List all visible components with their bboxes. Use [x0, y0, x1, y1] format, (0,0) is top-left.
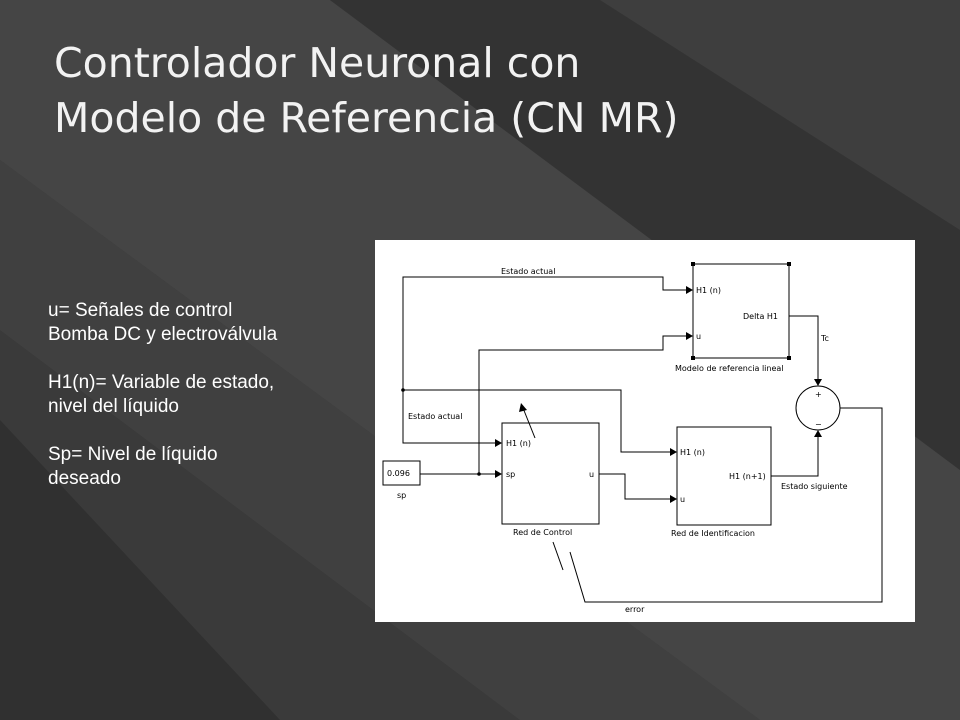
arrow-head [495, 439, 502, 447]
signal-tc: Tc [820, 334, 829, 343]
error-line [569, 407, 883, 603]
ident-output-label: H1 (n+1) [729, 472, 766, 481]
signal-estado-actual-top: Estado actual [501, 267, 555, 276]
block-handle [691, 262, 695, 266]
control-output-label: u [589, 470, 594, 479]
block-handle [787, 356, 791, 360]
legend-sp: Sp= Nivel de líquido deseado [48, 443, 348, 491]
sp-constant-block[interactable] [382, 460, 421, 486]
control-input-h1-label: H1 (n) [506, 439, 531, 448]
ident-input-u-label: u [680, 495, 685, 504]
slide-title: Controlador Neuronal con Modelo de Refer… [54, 36, 934, 146]
arrow-head [814, 430, 822, 437]
signal-estado-actual-left: Estado actual [408, 412, 462, 421]
signal-error: error [625, 605, 645, 614]
estado-siguiente-line [771, 435, 819, 477]
estado-actual-control-line [402, 390, 497, 444]
reference-model-block[interactable] [692, 263, 790, 359]
sum-minus-sign: − [815, 420, 822, 429]
ident-caption: Red de Identificacion [671, 529, 755, 538]
legend-h1-line-2: nivel del líquido [48, 396, 179, 417]
slide-title-line-1: Controlador Neuronal con [54, 39, 581, 87]
signal-estado-siguiente: Estado siguiente [781, 482, 848, 491]
arrow-head [495, 470, 502, 478]
legend-u: u= Señales de control Bomba DC y electro… [48, 299, 348, 347]
block-handle [787, 262, 791, 266]
control-caption: Red de Control [513, 528, 572, 537]
arrow-head [814, 379, 822, 386]
arrow-head [686, 286, 693, 294]
variable-legend: u= Señales de control Bomba DC y electro… [48, 299, 348, 515]
arrow-head [686, 332, 693, 340]
slide-title-line-2: Modelo de Referencia (CN MR) [54, 94, 679, 142]
sp-constant-caption: sp [397, 491, 406, 500]
sp-constant-value: 0.096 [387, 469, 410, 478]
sp-reference-line [478, 335, 688, 474]
legend-sp-line-2: deseado [48, 468, 121, 489]
legend-sp-line-1: Sp= Nivel de líquido [48, 444, 218, 465]
ref-output-label: Delta H1 [743, 312, 778, 321]
ref-input-h1-label: H1 (n) [696, 286, 721, 295]
arrow-head [670, 448, 677, 456]
arrow-head [519, 403, 527, 412]
legend-h1-line-1: H1(n)= Variable de estado, [48, 372, 275, 393]
sum-plus-sign: + [815, 390, 822, 399]
arrow-head [670, 495, 677, 503]
legend-u-line-1: u= Señales de control [48, 300, 233, 321]
block-diagram: H1 (n) u Delta H1 Modelo de referencia l… [375, 240, 915, 622]
adaptation-arrow [522, 407, 536, 439]
legend-u-line-2: Bomba DC y electroválvula [48, 324, 278, 345]
error-feedback-stroke [552, 541, 564, 571]
ref-caption: Modelo de referencia lineal [675, 364, 784, 373]
junction-dot [477, 472, 481, 476]
ident-input-h1-label: H1 (n) [680, 448, 705, 457]
estado-actual-top-line [402, 276, 688, 390]
identification-net-block[interactable] [676, 426, 772, 526]
tc-line [789, 315, 819, 381]
legend-h1: H1(n)= Variable de estado, nivel del líq… [48, 371, 348, 419]
block-handle [691, 356, 695, 360]
control-u-line [599, 473, 672, 500]
control-input-sp-label: sp [506, 470, 515, 479]
ref-input-u-label: u [696, 332, 701, 341]
estado-actual-ident-line [403, 389, 672, 453]
